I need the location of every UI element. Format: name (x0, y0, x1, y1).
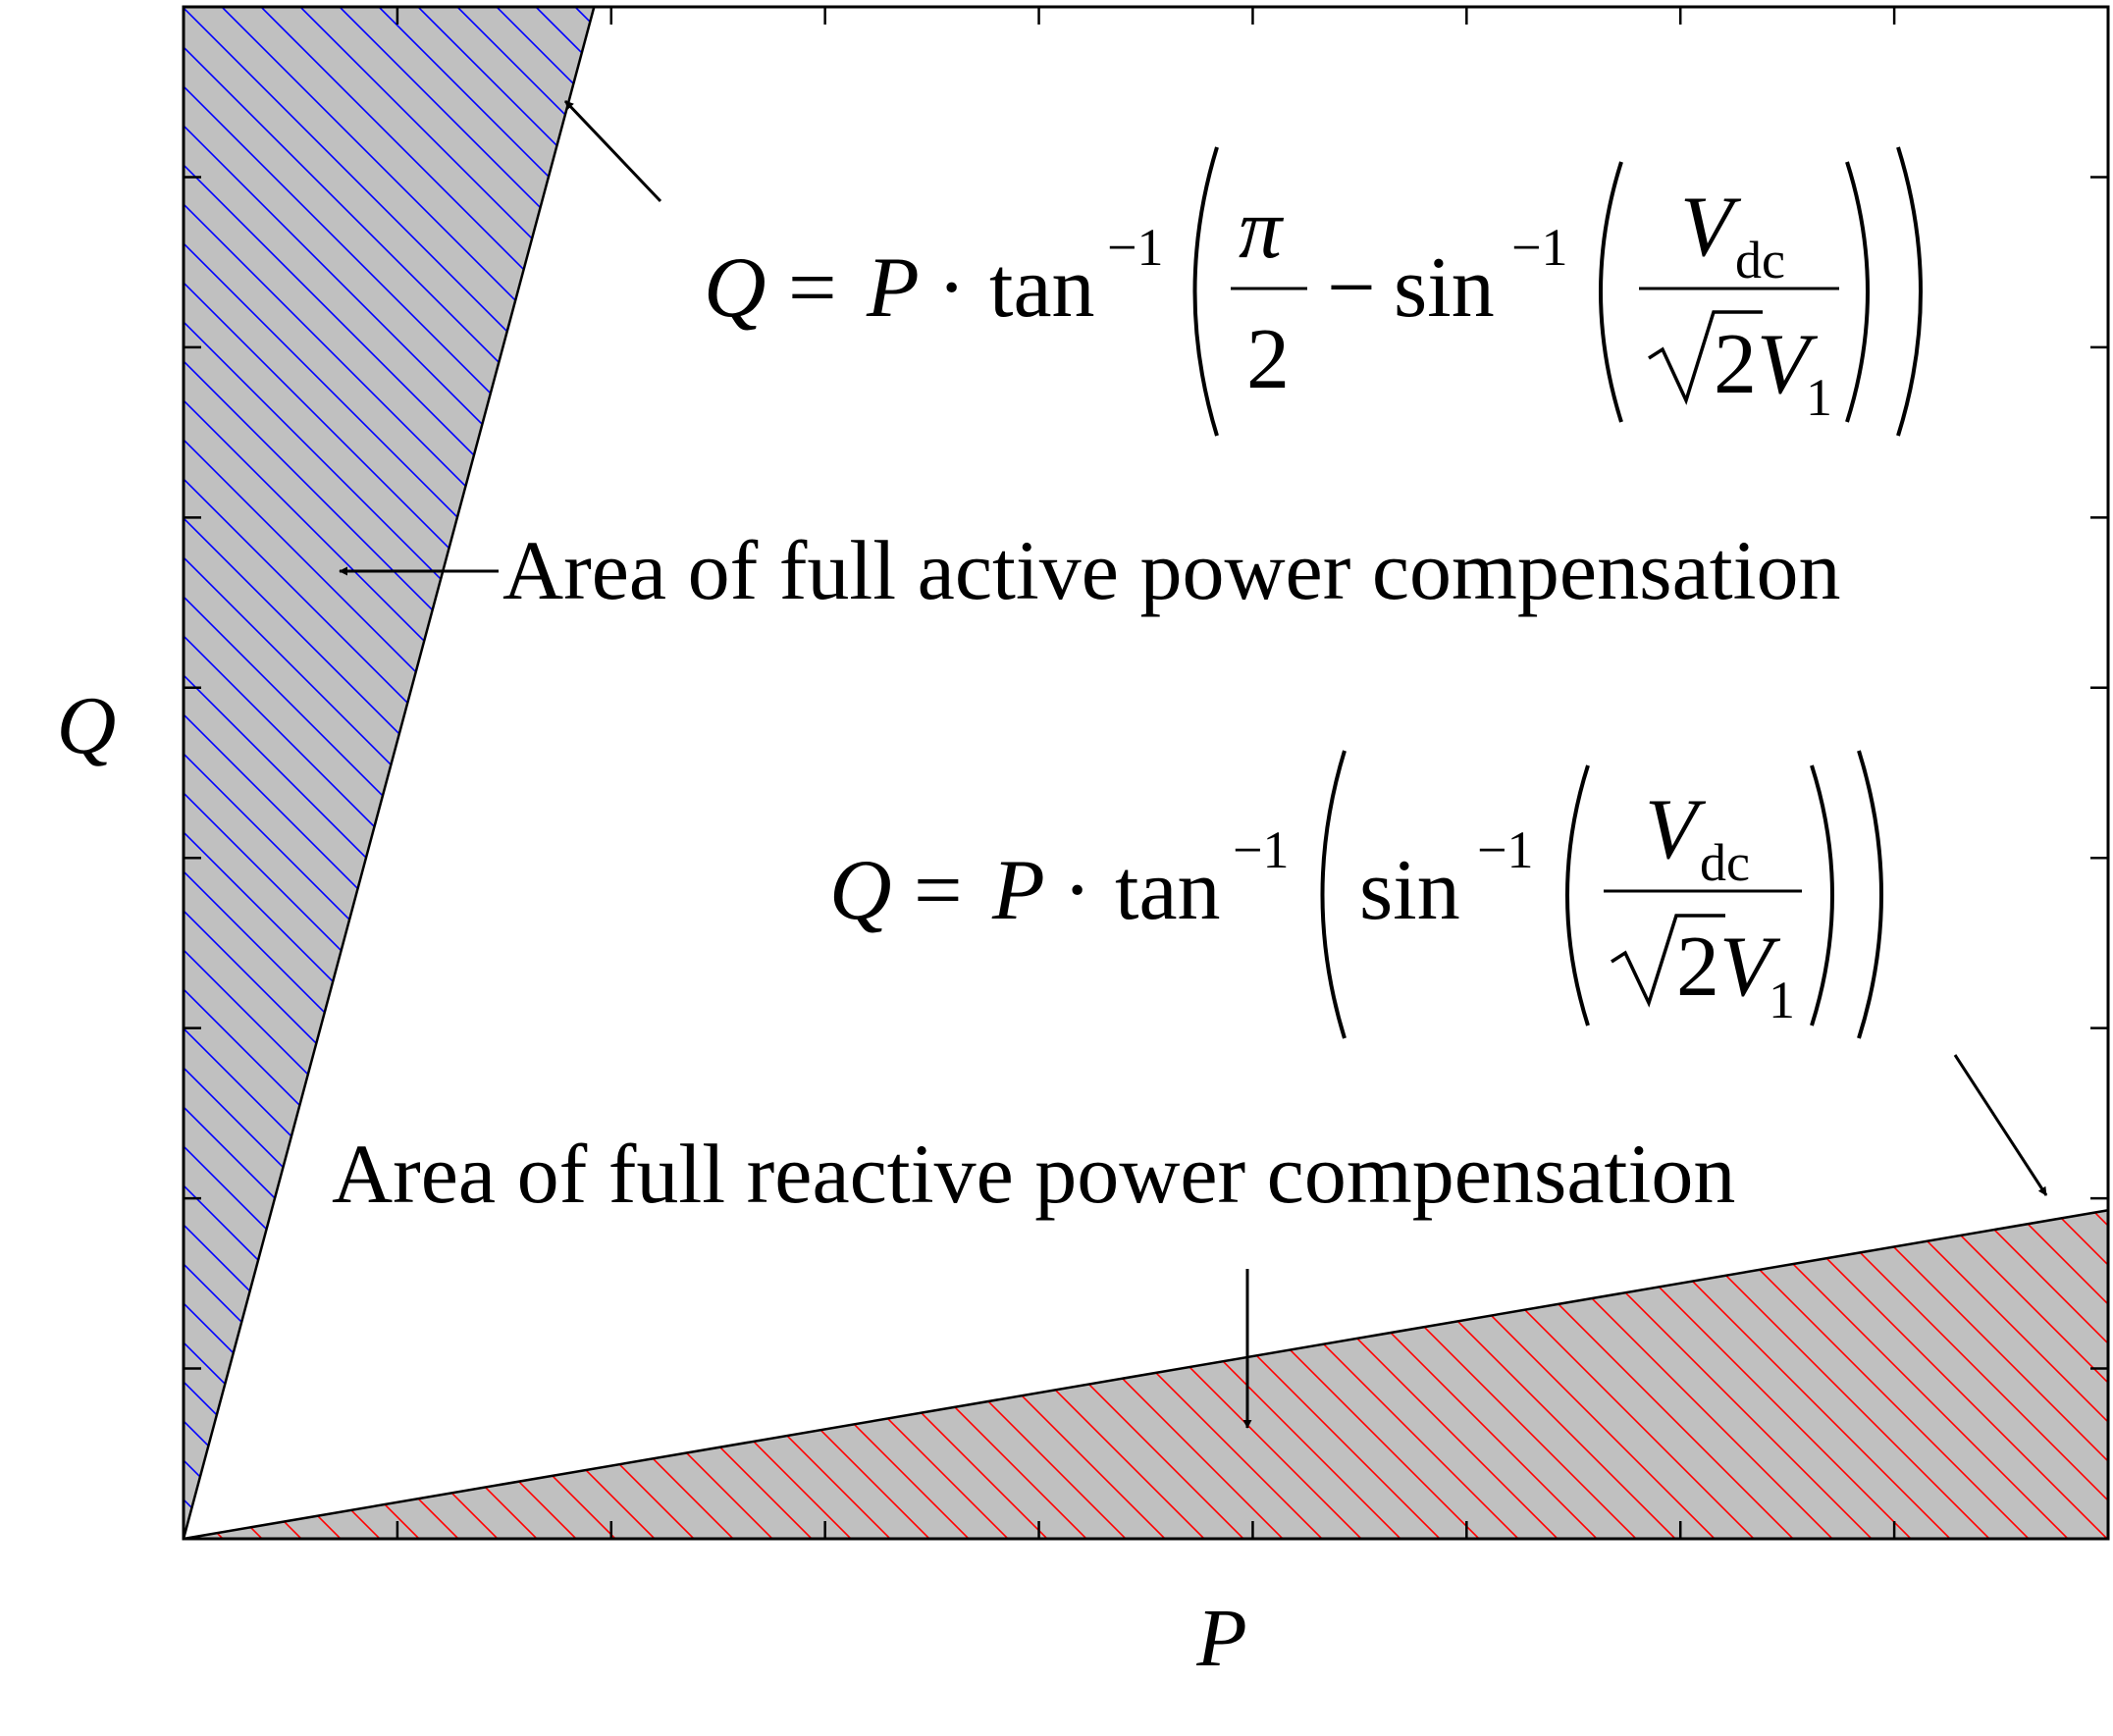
lower-hatch-line (0, 7, 144, 1539)
upper-hatch-line (184, 7, 459, 1539)
eq-lower-tan-inv: −1 (1233, 820, 1289, 879)
eq-lower-one: 1 (1769, 971, 1795, 1029)
lower-hatch-line (456, 1210, 1990, 1539)
upper-hatch-line (184, 7, 595, 1539)
lower-hatch-line (184, 1210, 1127, 1539)
lower-hatch-line (810, 1210, 2108, 1539)
upper-hatch-line (184, 7, 595, 1539)
eq-lower-sqrt-sign (1611, 914, 1725, 1008)
upper-hatch-line (184, 7, 595, 1539)
lower-hatch-line (184, 1210, 1205, 1539)
eq-upper-paren-left-outer (1192, 146, 1219, 437)
lower-hatch-line (574, 1210, 2108, 1539)
eq-upper-sqrt-sign (1648, 310, 1763, 405)
upper-hatch-line (184, 7, 595, 1539)
upper-hatch-line (184, 7, 595, 1539)
eq-upper-paren-right-outer (1896, 146, 1923, 437)
eq-lower-sqrt2: 2 (1676, 920, 1719, 1015)
upper-hatch-line (184, 7, 595, 1539)
eq-upper-equals: = (788, 240, 837, 336)
eq-lower-equals: = (914, 843, 963, 938)
lower-hatch-line (731, 1210, 2108, 1539)
eq-upper-paren-left-inner (1599, 161, 1623, 423)
eq-lower-paren-left-outer (1320, 750, 1347, 1039)
eq-upper-minus: − (1327, 240, 1376, 336)
upper-hatch-line (184, 7, 595, 1539)
upper-hatch-line (184, 7, 595, 1539)
eq-upper-paren-right-inner (1845, 161, 1870, 423)
axis-ticks (184, 7, 2108, 1539)
arrow-lower-equation (1953, 1054, 2048, 1196)
lower-hatch-line (0, 7, 105, 1539)
lower-hatch-line (496, 1210, 2030, 1539)
y-axis-label: Q (57, 680, 117, 771)
eq-upper-sin-inv: −1 (1511, 218, 1567, 277)
eq-upper-v: V (1680, 180, 1742, 275)
eq-lower-v: V (1645, 782, 1707, 877)
upper-hatch-line (184, 7, 595, 1539)
upper-hatch-line (184, 7, 595, 1539)
upper-hatch-line (184, 7, 499, 1539)
plot-frame (182, 5, 2110, 1541)
upper-hatch-line (184, 7, 595, 1539)
upper-hatch-line (184, 7, 595, 1539)
eq-lower-paren-left-inner (1565, 764, 1590, 1026)
upper-hatch-line (0, 7, 26, 1539)
lower-hatch-line (339, 1210, 1873, 1539)
lower-hatch-line (184, 1210, 1087, 1539)
lower-hatch-line (613, 1210, 2108, 1539)
equation-lower: Q = P · tan −1 sin −1 V dc 2 V 1 (829, 750, 1883, 1039)
eq-lower-sin-inv: −1 (1477, 820, 1533, 879)
eq-upper-v1: V (1757, 317, 1819, 412)
upper-hatch-line (184, 7, 185, 1539)
lower-hatch-line (0, 7, 66, 1539)
eq-lower-paren-right-outer (1857, 750, 1883, 1039)
lower-boundary-line (183, 1209, 2109, 1541)
eq-lower-sin: sin (1359, 843, 1460, 938)
eq-upper-sin: sin (1394, 240, 1495, 336)
eq-lower-q: Q (829, 843, 892, 938)
lower-hatch-line (770, 1210, 2108, 1539)
eq-lower-dc: dc (1700, 833, 1750, 892)
lower-hatch-line (0, 7, 26, 1539)
upper-hatch-line (184, 7, 595, 1539)
lower-hatch-line (184, 1210, 185, 1539)
upper-boundary-line (182, 6, 596, 1540)
upper-hatch-line (0, 7, 105, 1539)
lower-hatch-line (535, 1210, 2069, 1539)
eq-upper-one: 1 (1806, 368, 1832, 427)
eq-lower-tan: tan (1115, 843, 1221, 938)
eq-upper-two: 2 (1246, 312, 1290, 407)
eq-upper-tan-inv: −1 (1107, 218, 1163, 277)
eq-lower-v1: V (1719, 920, 1781, 1015)
upper-hatch-line (0, 7, 144, 1539)
eq-lower-p: P (991, 843, 1045, 938)
eq-upper-dot: · (937, 240, 966, 336)
lower-hatch-line (417, 1210, 1951, 1539)
eq-upper-q: Q (704, 240, 766, 336)
upper-hatch-line (221, 7, 595, 1539)
eq-upper-tan: tan (989, 240, 1095, 336)
lower-hatch-line (692, 1210, 2108, 1539)
eq-upper-pi: π (1239, 182, 1285, 277)
equation-upper: Q = P · tan −1 π 2 − sin −1 V dc 2 V 1 (704, 146, 1923, 437)
upper-hatch-line (184, 7, 595, 1539)
arrow-upper-equation (563, 99, 662, 203)
label-active-compensation: Area of full active power compensation (502, 523, 1841, 617)
eq-lower-paren-right-inner (1810, 764, 1834, 1026)
upper-hatch-line (260, 7, 595, 1539)
eq-upper-p: P (866, 240, 920, 336)
eq-upper-sqrt2: 2 (1714, 317, 1757, 412)
upper-hatch-line (0, 7, 66, 1539)
eq-upper-dc: dc (1735, 231, 1785, 289)
lower-hatch-line (184, 1210, 1166, 1539)
x-axis-label: P (1195, 1593, 1246, 1684)
lower-hatch-line (653, 1210, 2108, 1539)
label-reactive-compensation: Area of full reactive power compensation (332, 1127, 1735, 1221)
eq-lower-dot: · (1063, 843, 1091, 938)
